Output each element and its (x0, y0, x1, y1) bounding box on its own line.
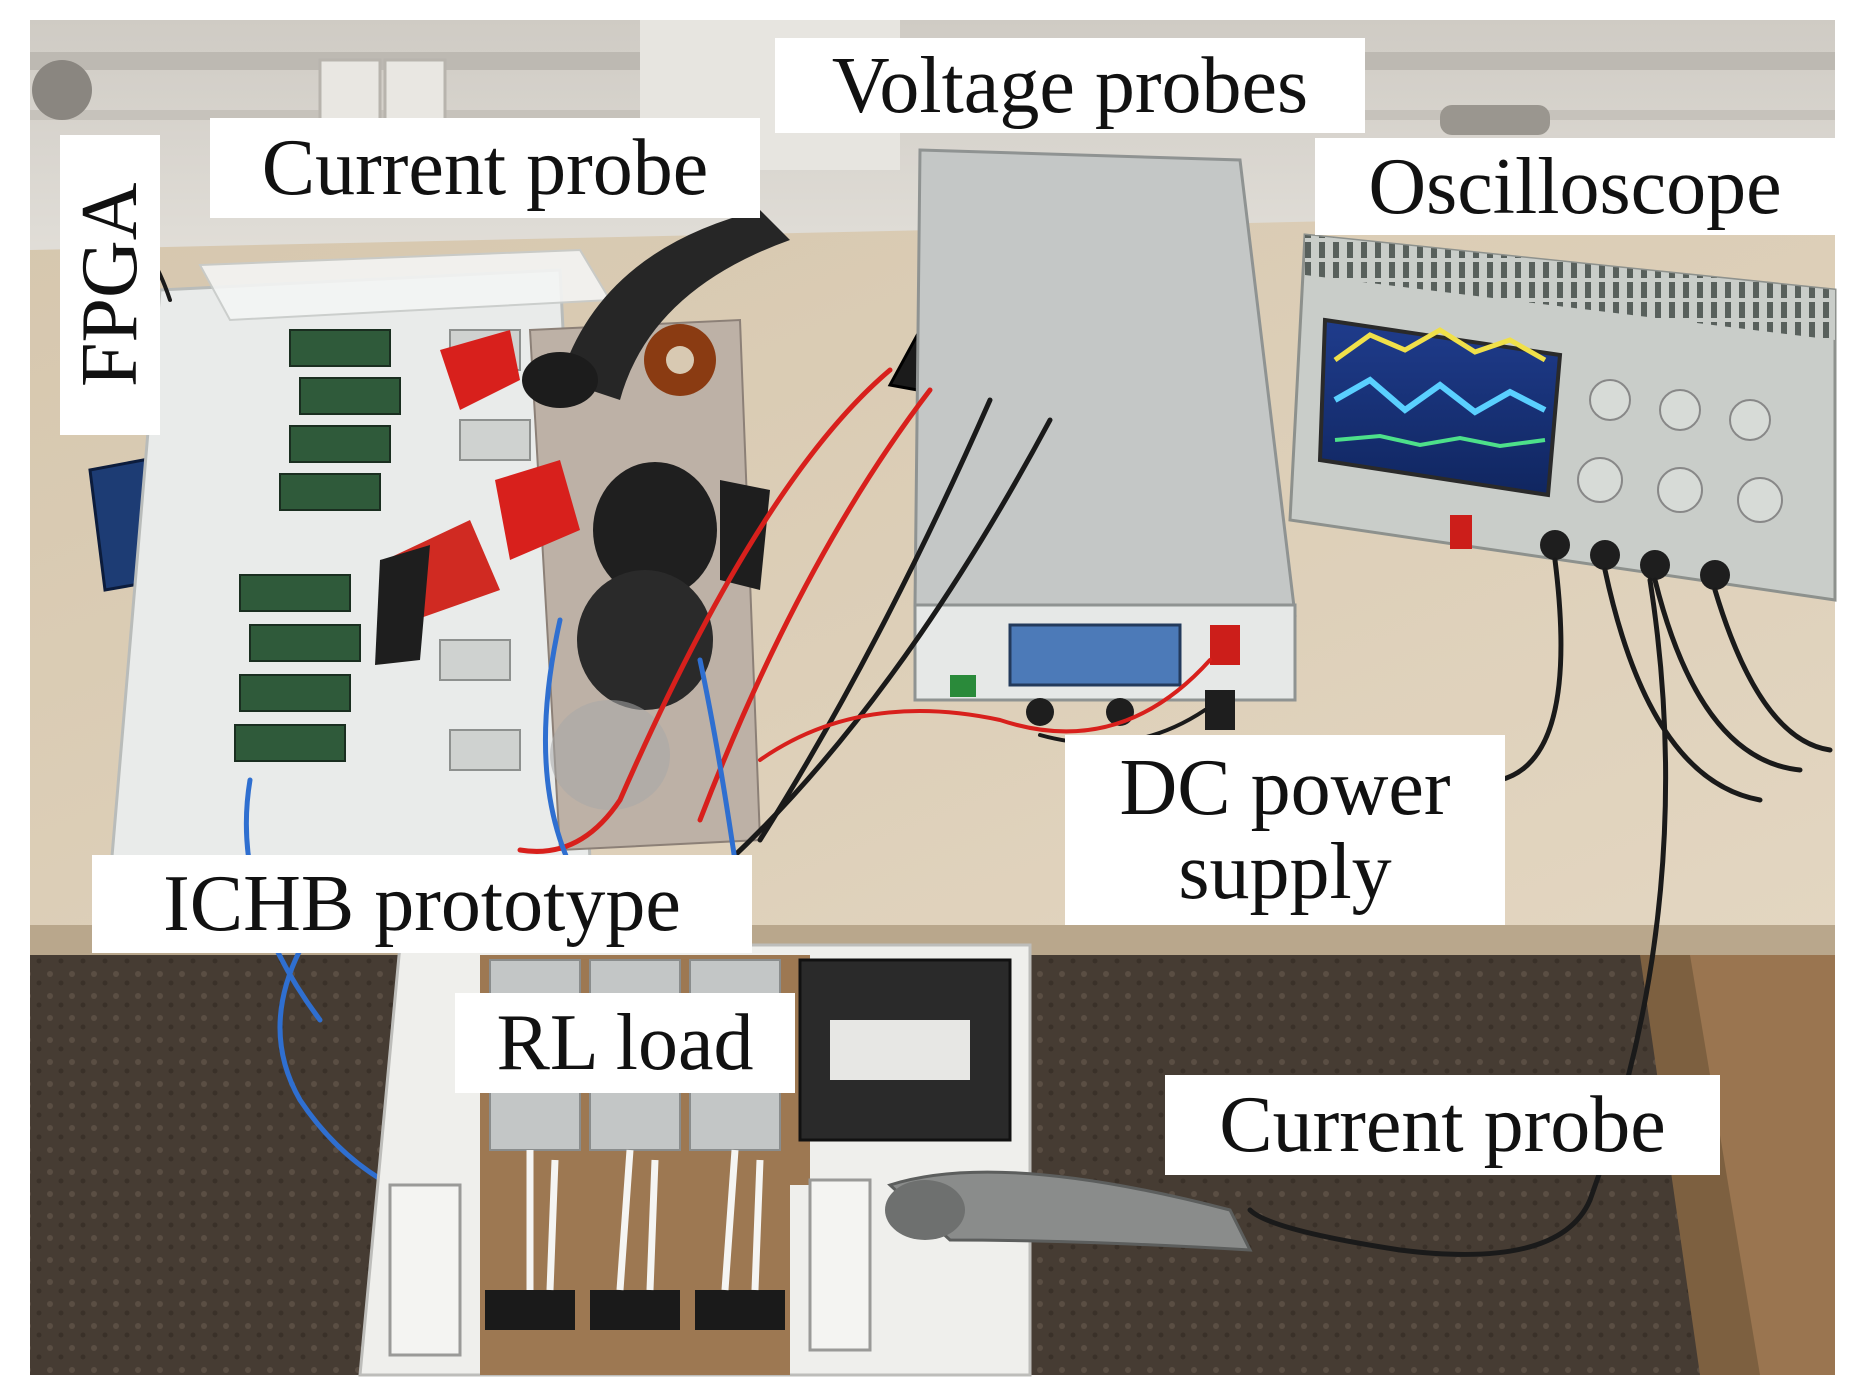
label-dc-power-supply-line1: DC power (1119, 744, 1451, 832)
label-rl-load: RL load (455, 993, 795, 1093)
ichb-prototype-board (108, 248, 762, 882)
label-voltage-probes: Voltage probes (775, 38, 1365, 133)
current-probe-top-clamp (522, 210, 790, 408)
label-oscilloscope: Oscilloscope (1315, 138, 1835, 235)
label-dc-power-supply-line2: supply (1178, 828, 1392, 916)
label-current-probe-bottom: Current probe (1165, 1075, 1720, 1175)
probe-clips (375, 330, 770, 665)
label-fpga: FPGA (60, 135, 160, 435)
oscilloscope (1288, 233, 1837, 602)
dc-power-supply (913, 148, 1297, 730)
label-ichb-prototype: ICHB prototype (92, 855, 752, 953)
label-current-probe-top: Current probe (210, 118, 760, 218)
label-dc-power-supply: DC power supply (1065, 735, 1505, 925)
current-probe-bottom-clamp (885, 1170, 1253, 1252)
